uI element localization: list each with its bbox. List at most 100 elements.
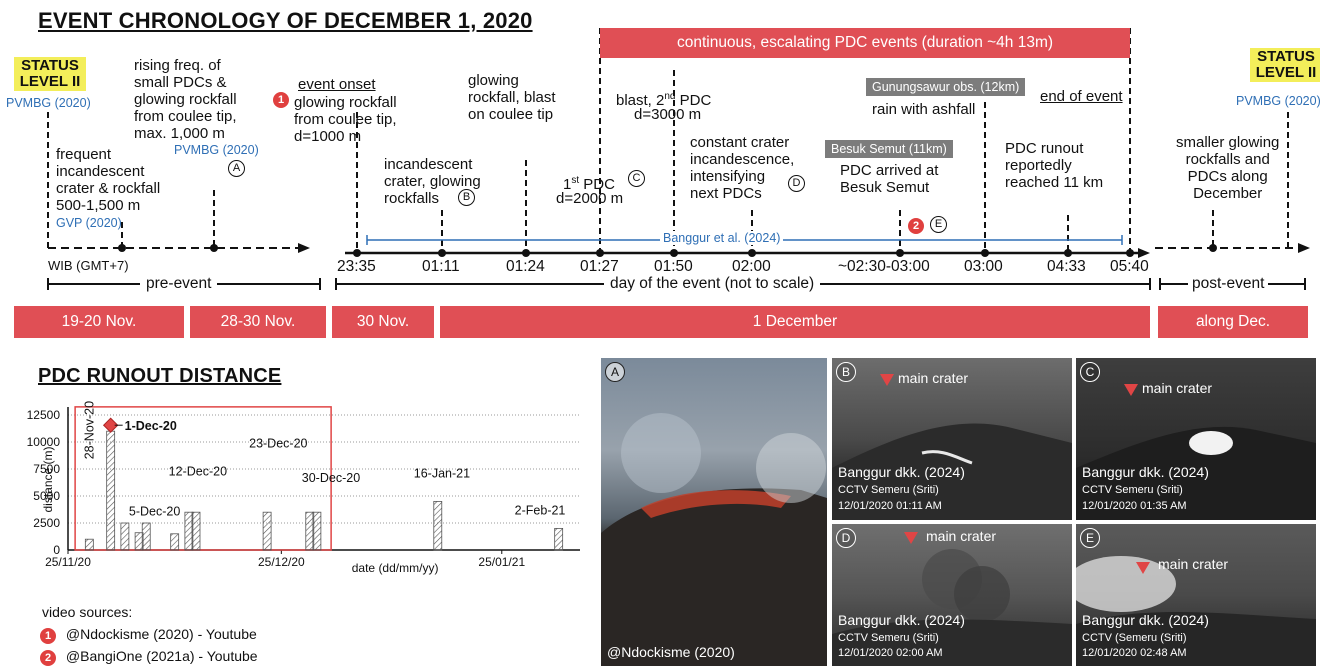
event-onset-title: event onset xyxy=(298,76,376,93)
bar xyxy=(170,533,180,551)
smaller-glowing-label: smaller glowing rockfalls and PDCs along… xyxy=(1176,134,1280,202)
bar-annotation: 30-Dec-20 xyxy=(302,471,360,485)
phase-pre-event: pre-event xyxy=(140,275,218,293)
time-label: 23:35 xyxy=(337,258,376,275)
video-marker-2: 2 xyxy=(908,218,924,234)
peak-marker xyxy=(102,417,119,433)
runout-reported-label: PDC runout reportedly reached 11 km xyxy=(1005,140,1104,191)
bar xyxy=(141,522,151,551)
phase-day-of-event: day of the event (not to scale) xyxy=(604,275,821,293)
crater-arrow-icon xyxy=(880,374,894,386)
crater-arrow-icon xyxy=(1136,562,1150,574)
first-pdc-distance: d=2000 m xyxy=(556,190,624,207)
blast-distance: d=3000 m xyxy=(634,106,702,123)
time-label: 01:27 xyxy=(580,258,619,275)
photo-label: main crater xyxy=(1142,380,1213,396)
rain-ashfall-label: rain with ashfall xyxy=(872,101,976,118)
blast-second-pdc-label: blast, 2nd PDC xyxy=(616,91,712,109)
date-bar: 19-20 Nov. xyxy=(14,306,184,338)
photo-timestamp: 12/01/2020 01:35 AM xyxy=(1082,500,1187,512)
photo-caption: @Ndockisme (2020) xyxy=(607,644,735,660)
video-marker-2: 2 xyxy=(40,650,56,666)
photo-label: main crater xyxy=(926,528,997,544)
gunungsawur-box: Gunungsawur obs. (12km) xyxy=(866,78,1026,96)
bar-annotation: 5-Dec-20 xyxy=(129,504,180,518)
date-bar: 30 Nov. xyxy=(332,306,434,338)
x-tick-label: 25/01/21 xyxy=(478,555,525,569)
marker-e: E xyxy=(930,216,947,233)
bar-annotation: 2-Feb-21 xyxy=(515,503,566,517)
photo-c: C main crater Banggur dkk. (2024) CCTV S… xyxy=(1076,358,1316,520)
date-bar: 1 December xyxy=(440,306,1150,338)
end-of-event-label: end of event xyxy=(1040,88,1123,105)
event-onset-label: glowing rockfall from coulee tip, d=1000… xyxy=(294,94,397,145)
photo-subcaption: CCTV (Semeru (Sriti) xyxy=(1082,632,1187,644)
photo-subcaption: CCTV Semeru (Sriti) xyxy=(838,484,939,496)
status-level-left: STATUS LEVEL II xyxy=(14,57,86,91)
highlight-box xyxy=(74,406,332,551)
video-source-item: 1 @Ndockisme (2020) - Youtube xyxy=(40,626,257,644)
timezone-label: WIB (GMT+7) xyxy=(48,258,129,273)
rising-freq-label: rising freq. of small PDCs & glowing roc… xyxy=(134,57,237,142)
y-axis-label: distance (m) xyxy=(41,446,55,512)
time-label: 01:24 xyxy=(506,258,545,275)
photo-letter: C xyxy=(1080,362,1100,382)
time-label: 03:00 xyxy=(964,258,1003,275)
bar-annotation: 28-Nov-20 xyxy=(82,401,96,459)
y-tick-label: 10000 xyxy=(27,435,61,449)
crater-arrow-icon xyxy=(1124,384,1138,396)
status-level-right: STATUS LEVEL II xyxy=(1250,48,1320,82)
incandescent-label: incandescent crater, glowing rockfalls xyxy=(384,156,481,207)
bar xyxy=(312,511,322,551)
time-label: 02:00 xyxy=(732,258,771,275)
bar-annotation: 23-Dec-20 xyxy=(249,436,307,450)
x-tick-label: 25/12/20 xyxy=(258,555,305,569)
marker-a: A xyxy=(228,160,245,177)
glowing-blast-label: glowing rockfall, blast on coulee tip xyxy=(468,72,556,123)
photo-letter: D xyxy=(836,528,856,548)
frequent-label: frequent incandescent crater & rockfall … xyxy=(56,146,161,214)
besuk-semut-label: PDC arrived at Besuk Semut xyxy=(840,162,939,196)
constant-crater-label: constant crater incandescence, intensify… xyxy=(690,134,795,202)
frequent-source: GVP (2020) xyxy=(56,216,122,230)
y-tick-label: 5000 xyxy=(33,489,60,503)
bar-annotation: 12-Dec-20 xyxy=(169,464,227,478)
time-label: ~02:30-03:00 xyxy=(838,258,930,275)
photo-caption: Banggur dkk. (2024) xyxy=(1082,464,1209,480)
y-tick-label: 7500 xyxy=(33,462,60,476)
video-sources-title: video sources: xyxy=(42,604,133,620)
y-tick-label: 2500 xyxy=(33,516,60,530)
photo-letter: A xyxy=(605,362,625,382)
marker-c: C xyxy=(628,170,645,187)
marker-b: B xyxy=(458,189,475,206)
x-axis-label: date (dd/mm/yy) xyxy=(352,561,439,575)
bar xyxy=(262,511,272,551)
bar xyxy=(554,527,564,551)
photo-subcaption: CCTV Semeru (Sriti) xyxy=(1082,484,1183,496)
time-label: 01:11 xyxy=(422,258,460,275)
photo-label: main crater xyxy=(898,370,969,386)
photo-label: main crater xyxy=(1158,556,1229,572)
y-tick-label: 12500 xyxy=(27,408,61,422)
photo-timestamp: 12/01/2020 02:48 AM xyxy=(1082,647,1187,659)
bar xyxy=(120,522,130,551)
bar xyxy=(191,511,201,551)
photo-letter: B xyxy=(836,362,856,382)
bar xyxy=(433,501,443,551)
video-marker-1: 1 xyxy=(40,628,56,644)
photo-timestamp: 12/01/2020 02:00 AM xyxy=(838,647,943,659)
photo-d: D main crater Banggur dkk. (2024) CCTV S… xyxy=(832,524,1072,666)
video-marker-1: 1 xyxy=(273,92,289,108)
status-right-source: PVMBG (2020) xyxy=(1236,94,1320,108)
crater-arrow-icon xyxy=(904,532,918,544)
photo-b: B main crater Banggur dkk. (2024) CCTV S… xyxy=(832,358,1072,520)
banggur-span-label: Banggur et al. (2024) xyxy=(660,231,784,245)
time-label: 04:33 xyxy=(1047,258,1086,275)
video-source-item: 2 @BangiOne (2021a) - Youtube xyxy=(40,648,258,666)
bar xyxy=(84,538,94,551)
photo-caption: Banggur dkk. (2024) xyxy=(1082,612,1209,628)
first-pdc-label: 1st PDC xyxy=(563,175,615,193)
bar-annotation: 16-Jan-21 xyxy=(414,467,470,481)
photo-letter: E xyxy=(1080,528,1100,548)
